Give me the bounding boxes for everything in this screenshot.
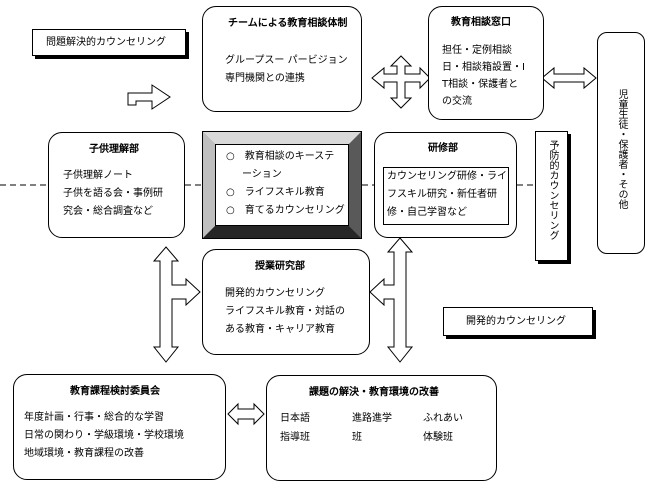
lesson-research-title: 授業研究部 (255, 261, 305, 272)
four-way-arrow-icon (371, 55, 431, 109)
curriculum-line-2: 日常の関わり・学級環境・学校環境 (24, 430, 184, 441)
issue-col3-line-2: 体験班 (423, 432, 453, 443)
key-station-inner: ○ 教育相談のキーステ ーション ○ ライフスキル教育 ○ 育てるカウンセリング (215, 144, 349, 226)
key-station-bevel (203, 132, 361, 238)
vertical-arrow-right (369, 237, 414, 363)
training-line-3: 修・自己学習など (387, 207, 467, 218)
students-parents-box: 児童生徒・保護者・その他 (597, 32, 645, 254)
window-box-line-2: 日・相談箱設置・I (442, 62, 525, 73)
training-department-inner: カウンセリング研修・ライ フスキル研究・新任者研 修・自己学習など (383, 167, 509, 225)
window-box-line-3: T相談・保護者と (442, 79, 519, 90)
training-line-2: フスキル研究・新任者研 (387, 189, 497, 200)
issue-col3-line-1: ふれあい (423, 413, 463, 424)
preventive-counseling-label: 予防的カウンセリング (535, 131, 568, 261)
issue-col2-line-2: 班 (352, 432, 362, 443)
child-understanding-line-2: 子供を語る会・事例研 (63, 188, 163, 199)
key-station-line-3: ○ ライフスキル教育 (226, 187, 325, 198)
child-understanding-box: 子供理解部 子供理解ノート 子供を語る会・事例研 究会・総合調査など (48, 132, 185, 238)
issue-resolution-box: 課題の解決・教育環境の改善 日本語 指導班 進路進学 班 ふれあい 体験班 (266, 375, 497, 481)
child-understanding-line-1: 子供理解ノート (63, 170, 133, 181)
curriculum-line-1: 年度計画・行事・総合的な学習 (24, 412, 164, 423)
issue-col2-line-1: 進路進学 (352, 413, 392, 424)
students-parents-text: 児童生徒・保護者・その他 (616, 89, 627, 209)
problem-solving-counseling-label: 問題解決的カウンセリング (32, 29, 186, 56)
double-arrow-right (541, 66, 597, 90)
lesson-research-line-1: 開発的カウンセリング (225, 288, 325, 299)
double-arrow-bottom (227, 402, 265, 426)
bent-arrow-top-left (127, 84, 171, 110)
preventive-counseling-text: 予防的カウンセリング (547, 140, 558, 240)
lesson-research-line-3: ある教育・キャリア教育 (225, 324, 335, 335)
curriculum-line-3: 地域環境・教育課程の改善 (24, 448, 144, 459)
child-understanding-title: 子供理解部 (89, 144, 139, 155)
lesson-research-box: 授業研究部 開発的カウンセリング ライフスキル教育・対話の ある教育・キャリア教… (202, 249, 370, 355)
developmental-counseling-label: 開発的カウンセリング (443, 307, 593, 336)
window-box-line-4: の交流 (442, 96, 472, 107)
issue-col1-line-1: 日本語 (280, 413, 310, 424)
lesson-research-line-2: ライフスキル教育・対話の (225, 306, 345, 317)
key-station-box: ○ 教育相談のキーステ ーション ○ ライフスキル教育 ○ 育てるカウンセリング (202, 131, 362, 239)
training-line-1: カウンセリング研修・ライ (387, 171, 507, 182)
counseling-window-box: 教育相談窓口 担任・定例相談 日・相談箱設置・I T相談・保護者と の交流 (428, 6, 544, 120)
key-station-line-2: ーション (242, 169, 282, 180)
team-box-line-1: グループスー パービジョン (225, 55, 348, 66)
issue-col1-line-2: 指導班 (280, 432, 310, 443)
issue-resolution-title: 課題の解決・教育環境の改善 (309, 387, 439, 398)
team-counseling-system-box: チームによる教育相談体制 グループスー パービジョン 専門機関との連携 (202, 6, 362, 112)
developmental-counseling-text: 開発的カウンセリング (466, 316, 566, 327)
curriculum-committee-box: 教育課程検討委員会 年度計画・行事・総合的な学習 日常の関わり・学級環境・学校環… (13, 374, 226, 480)
window-box-line-1: 担任・定例相談 (442, 45, 512, 56)
curriculum-committee-title: 教育課程検討委員会 (70, 386, 160, 397)
window-box-title: 教育相談窓口 (451, 17, 511, 28)
key-station-line-1: ○ 教育相談のキーステ (226, 151, 335, 162)
team-box-title: チームによる教育相談体制 (228, 18, 348, 29)
training-department-title: 研修部 (428, 143, 458, 154)
team-box-line-2: 専門機関との連携 (225, 73, 305, 84)
key-station-line-4: ○ 育てるカウンセリング (226, 205, 345, 216)
vertical-arrow-left (152, 246, 201, 363)
child-understanding-line-3: 究会・総合調査など (63, 206, 153, 217)
training-department-box: 研修部 カウンセリング研修・ライ フスキル研究・新任者研 修・自己学習など (374, 132, 517, 238)
problem-solving-counseling-text: 問題解決的カウンセリング (46, 37, 166, 48)
